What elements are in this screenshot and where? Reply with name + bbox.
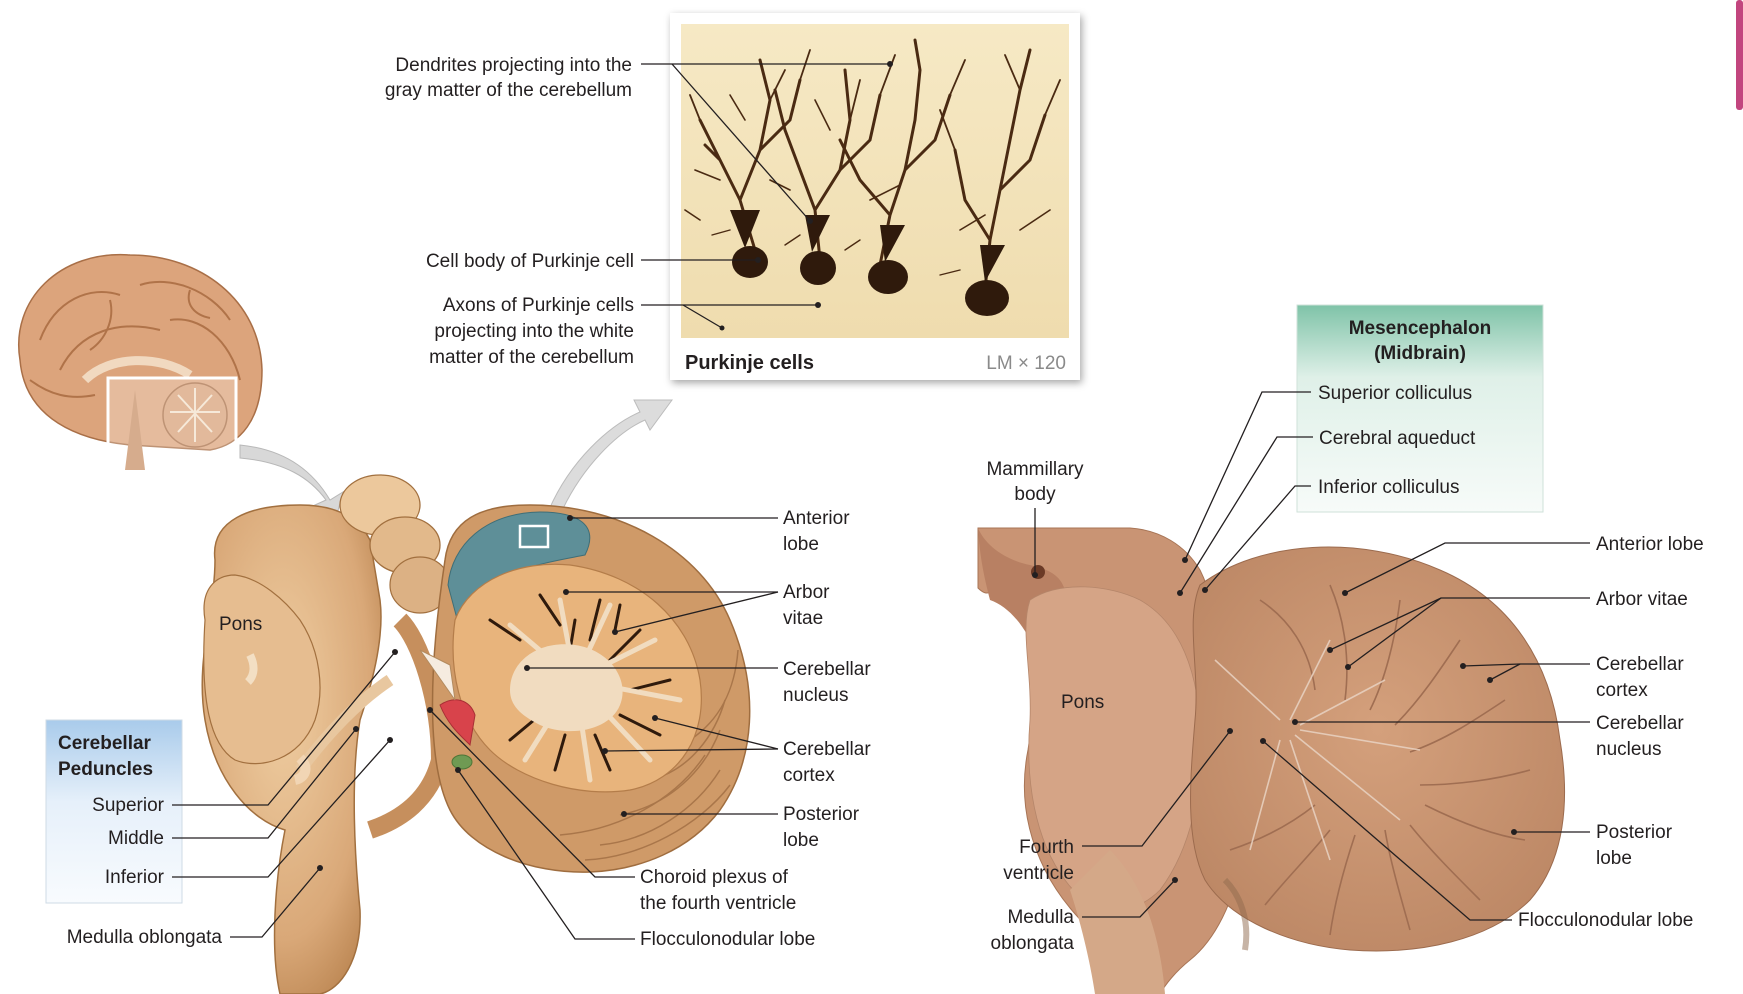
label-dendrites-line2: gray matter of the cerebellum	[385, 80, 632, 101]
cerebellar-peduncles-box: Cerebellar Peduncles Superior Middle Inf…	[46, 720, 182, 903]
peduncle-middle-label: Middle	[108, 828, 164, 849]
left-arbor-vitae-line2: vitae	[783, 608, 823, 629]
left-cerebellar-cortex-line1: Cerebellar	[783, 739, 871, 760]
inferior-colliculus-label: Inferior colliculus	[1318, 477, 1460, 498]
left-medulla-label: Medulla oblongata	[67, 927, 223, 948]
left-choroid-plexus-line2: the fourth ventricle	[640, 893, 796, 914]
right-anterior-lobe-label: Anterior lobe	[1596, 534, 1704, 555]
micrograph-arrow	[548, 400, 672, 515]
left-posterior-lobe-line2: lobe	[783, 830, 819, 851]
left-anterior-lobe-line2: lobe	[783, 534, 819, 555]
mesencephalon-box: Mesencephalon (Midbrain) Superior collic…	[1297, 305, 1543, 512]
inset-highlight-box	[108, 378, 236, 480]
right-medulla-line2: oblongata	[991, 933, 1075, 954]
right-posterior-lobe-line1: Posterior	[1596, 822, 1673, 843]
left-cerebellar-cortex-line2: cortex	[783, 765, 835, 786]
right-posterior-lobe-line2: lobe	[1596, 848, 1632, 869]
peduncle-superior-label: Superior	[92, 795, 164, 816]
left-choroid-plexus-line1: Choroid plexus of	[640, 867, 789, 888]
label-axons-line1: Axons of Purkinje cells	[443, 295, 634, 316]
label-cell-body: Cell body of Purkinje cell	[426, 251, 634, 272]
left-cerebellar-nucleus-line2: nucleus	[783, 685, 849, 706]
brain-sagittal-inset	[19, 255, 262, 480]
label-axons-line2: projecting into the white	[434, 321, 634, 342]
left-pons-label: Pons	[219, 614, 262, 635]
left-arbor-vitae-line1: Arbor	[783, 582, 830, 603]
purkinje-micrograph: Purkinje cells LM × 120	[670, 13, 1080, 380]
page-edge-tab	[1736, 0, 1743, 110]
fourth-ventricle-line2: ventricle	[1003, 863, 1074, 884]
cerebral-aqueduct-label: Cerebral aqueduct	[1319, 428, 1476, 449]
left-posterior-lobe-line1: Posterior	[783, 804, 860, 825]
right-cerebellar-cortex-line2: cortex	[1596, 680, 1648, 701]
micrograph-magnification: LM × 120	[986, 353, 1066, 374]
left-cerebellar-nucleus-line1: Cerebellar	[783, 659, 871, 680]
micrograph-caption: Purkinje cells	[685, 352, 814, 374]
right-medulla-line1: Medulla	[1007, 907, 1074, 928]
mesencephalon-title-line1: Mesencephalon	[1349, 318, 1492, 339]
peduncles-title-line2: Peduncles	[58, 759, 153, 780]
right-arbor-vitae-label: Arbor vitae	[1596, 589, 1688, 610]
right-cerebellar-cortex-line1: Cerebellar	[1596, 654, 1684, 675]
superior-colliculus-label: Superior colliculus	[1318, 383, 1472, 404]
mammillary-body-line1: Mammillary	[986, 459, 1084, 480]
left-anterior-lobe-line1: Anterior	[783, 508, 850, 529]
label-axons-line3: matter of the cerebellum	[429, 347, 634, 368]
mesencephalon-title-line2: (Midbrain)	[1374, 343, 1466, 364]
right-cerebellar-nucleus-line1: Cerebellar	[1596, 713, 1684, 734]
right-pons-label: Pons	[1061, 692, 1104, 713]
mammillary-body-line2: body	[1014, 484, 1056, 505]
fourth-ventricle-line1: Fourth	[1019, 837, 1074, 858]
right-flocculonodular-label: Flocculonodular lobe	[1518, 910, 1693, 931]
peduncles-title-line1: Cerebellar	[58, 733, 152, 754]
label-dendrites-line1: Dendrites projecting into the	[395, 55, 632, 76]
peduncle-inferior-label: Inferior	[105, 867, 165, 888]
left-flocculonodular-label: Flocculonodular lobe	[640, 929, 815, 950]
left-brainstem-cerebellum	[202, 475, 749, 994]
right-cerebellar-nucleus-line2: nucleus	[1596, 739, 1662, 760]
